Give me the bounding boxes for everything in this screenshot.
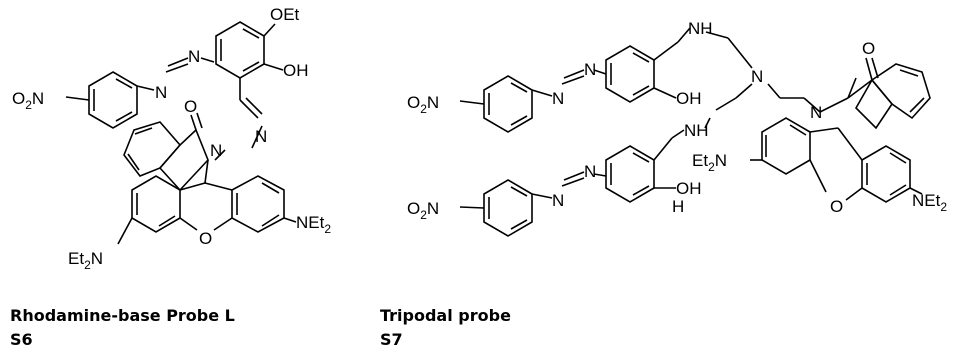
structure-s7-labels: O2N N N NH OH N NH O2N N N OH H O N Et2N…: [407, 19, 947, 222]
s7-upper-phenol-ring: [605, 45, 655, 103]
s6-xanthene-o: O: [199, 229, 212, 248]
s6-benzo-ring: [123, 121, 182, 177]
s7-upper-azo-n2: N: [584, 60, 596, 79]
s7-upper-nh: NH: [688, 19, 713, 38]
s7-lower-nitro-group: O2N: [407, 199, 439, 222]
s6-azo-n2: N: [188, 47, 200, 66]
caption-s7-id: S7: [380, 330, 403, 349]
s6-nitro-group: O2N: [12, 89, 44, 112]
structure-s6: [65, 21, 297, 245]
s7-carbonyl-o: O: [862, 39, 875, 58]
structure-s6-labels: O2N N N OEt OH O N N O NEt2 Et2N: [12, 5, 331, 272]
s6-xanthene-right-ring: [231, 175, 285, 233]
s7-xanthene-left-ring: [761, 117, 811, 175]
s6-hydroxyl-label: OH: [283, 61, 309, 80]
s6-net2-right: NEt2: [296, 213, 331, 236]
caption-s7-name: Tripodal probe: [380, 306, 511, 325]
s7-lower-nh: NH: [684, 121, 709, 140]
s7-lower-hydroxyl: OH: [676, 179, 702, 198]
s6-imine-n: N: [255, 127, 267, 146]
s7-upper-nitro-group: O2N: [407, 93, 439, 116]
s7-xanthene-o: O: [830, 197, 843, 216]
s7-lower-azo-n1: N: [552, 191, 564, 210]
caption-s6-name: Rhodamine-base Probe L: [10, 306, 235, 325]
s6-phenol-ring: [215, 21, 265, 79]
s7-lower-azo-n2: N: [584, 162, 596, 181]
s7-lower-phenol-ring: [605, 145, 655, 203]
s6-nitrophenyl-ring: [88, 71, 138, 129]
s7-et2n-left: Et2N: [692, 151, 727, 174]
s7-upper-hydroxyl: OH: [676, 89, 702, 108]
s6-lactam-n: N: [210, 141, 222, 160]
s6-et2n-left: Et2N: [68, 249, 103, 272]
s6-xanthene-left-ring: [131, 175, 181, 233]
s7-lower-nitrophenyl-ring: [483, 179, 533, 237]
s7-upper-nitrophenyl-ring: [483, 75, 533, 133]
structure-s7: [459, 27, 931, 237]
s7-xanthene-right-ring: [861, 145, 911, 203]
caption-s6-id: S6: [10, 330, 33, 349]
s7-lactam-n: N: [810, 103, 822, 122]
s7-net2-right: NEt2: [912, 191, 947, 214]
s7-upper-azo-n1: N: [552, 89, 564, 108]
s7-tertiary-n: N: [751, 67, 763, 86]
s6-carbonyl-o: O: [184, 97, 197, 116]
s7-lower-hydroxyl-h: H: [672, 197, 684, 216]
s6-azo-n1: N: [155, 83, 167, 102]
s6-ethoxy-label: OEt: [270, 5, 300, 24]
s7-benzo-ring: [870, 63, 931, 120]
